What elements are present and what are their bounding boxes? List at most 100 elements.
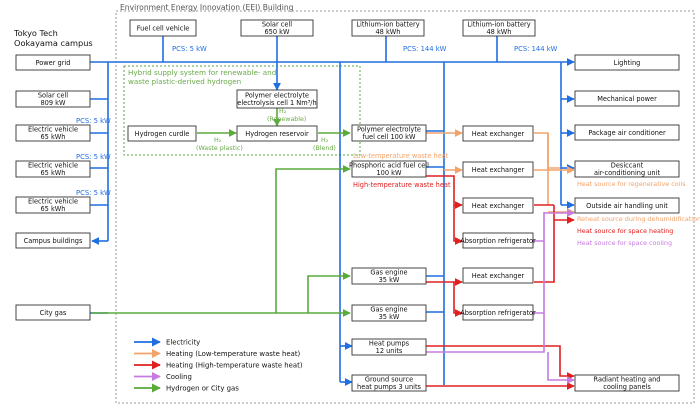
box-frame [236, 125, 318, 142]
legend-label: Electricity [166, 339, 200, 347]
legend-label: Cooling [166, 373, 192, 381]
box-frame [574, 90, 680, 107]
box-label: Lithium-ion battery [467, 21, 530, 29]
cooling-lines [426, 209, 575, 384]
box-frame [15, 304, 91, 321]
pcs-fuel-cell-vehicle: PCS: 5 kW [172, 45, 207, 53]
pcs-battery-2: PCS: 144 kW [514, 45, 558, 53]
space-heating-label: Heat source for space heating [577, 227, 673, 235]
box-frame [351, 124, 427, 142]
h2-renewable-line2: (Renewable) [267, 116, 306, 123]
hybrid-subsystem-frame [123, 65, 361, 156]
box-label: air-conditioning unit [594, 169, 661, 177]
box-frame [462, 304, 534, 321]
box-label: City gas [40, 309, 67, 317]
box-frame [15, 124, 91, 142]
box-label: Solar cell [38, 92, 68, 100]
box-fuel-cell-vehicle: Fuel cell vehicle [129, 19, 197, 37]
box-label: 12 units [376, 347, 403, 355]
box-label: 65 kWh [40, 169, 65, 177]
hybrid-title-line1: Hybrid supply system for renewable- and [128, 68, 276, 77]
box-label: Polymer electrolyte [357, 126, 421, 134]
hydrogen-lines [92, 108, 351, 317]
pcs-ev-3: PCS: 5 kW [76, 189, 111, 197]
box-label: 809 kW [40, 99, 65, 107]
box-label: Electric vehicle [28, 162, 78, 170]
box-label: 35 kW [379, 276, 400, 284]
reheat-label: Reheat source during dehumidification [577, 215, 700, 223]
box-frame [129, 19, 197, 37]
box-frame [240, 19, 314, 37]
box-label: Electric vehicle [28, 198, 78, 206]
box-hydrogen-reservoir: Hydrogen reservoir [236, 125, 318, 142]
box-lighting: Lighting [574, 54, 680, 71]
box-label: Polymer electrolyte [245, 92, 309, 100]
box-frame [15, 232, 91, 249]
box-hx-4: Heat exchanger [462, 267, 534, 284]
box-label: 65 kWh [40, 205, 65, 213]
pcs-battery-1: PCS: 144 kW [403, 45, 447, 53]
h2-blend-line2: (Blend) [313, 145, 336, 152]
box-hx-3: Heat exchanger [462, 197, 534, 214]
box-label: Lighting [614, 59, 641, 67]
box-frame [574, 54, 680, 71]
box-frame [351, 338, 427, 356]
hybrid-title-line2: waste plastic-derived hydrogen [128, 77, 241, 86]
h2-blend-line1: H₂ [321, 137, 329, 144]
heat-regen-label: Heat source for regenerative coils [577, 180, 686, 188]
box-frame [462, 232, 534, 249]
box-label: Heat pumps [369, 340, 410, 348]
pcs-ev-2: PCS: 5 kW [76, 153, 111, 161]
box-label: Heat exchanger [472, 272, 525, 280]
box-label: Radiant heating and [594, 376, 661, 384]
box-label: Gas engine [370, 269, 407, 277]
box-label: 650 kW [264, 28, 289, 36]
box-label: Heat exchanger [472, 202, 525, 210]
box-mechanical-power: Mechanical power [574, 90, 680, 107]
box-frame [236, 89, 318, 109]
box-frame [574, 197, 680, 214]
h2-waste-line2: (Waste plastic) [196, 145, 243, 152]
box-label: fuel cell 100 kW [363, 133, 416, 141]
box-city-gas: City gas [15, 304, 91, 321]
box-frame [351, 374, 427, 392]
box-frame [15, 54, 91, 71]
box-frame [15, 160, 91, 178]
box-frame [462, 197, 534, 214]
box-label: Gas engine [370, 306, 407, 314]
box-frame [15, 90, 91, 108]
box-label: Solar cell [262, 21, 292, 29]
box-label: 65 kWh [40, 133, 65, 141]
box-package-ac: Package air conditioner [574, 124, 680, 141]
box-label: Outside air handling unit [586, 202, 668, 210]
box-hx-1: Heat exchanger [462, 125, 534, 142]
building-title: Environment Energy Innovation (EEI) Buil… [120, 3, 294, 12]
box-outside-air: Outside air handling unit [574, 197, 680, 214]
box-frame [574, 160, 680, 178]
box-label: heat pumps 3 units [357, 383, 422, 391]
box-label: Mechanical power [597, 95, 657, 103]
box-frame [462, 161, 534, 178]
high-temp-waste-heat-label: High-temperature waste heat [353, 181, 451, 189]
box-label: Fuel cell vehicle [137, 24, 190, 32]
low-temp-waste-heat-label: Low-temperature waste heat [353, 152, 449, 160]
electricity-lines [90, 36, 575, 386]
box-frame [351, 19, 425, 37]
box-power-grid: Power grid [15, 54, 91, 71]
pcs-ev-1: PCS: 5 kW [76, 117, 111, 125]
high-temp-heat-lines [426, 175, 575, 390]
box-hydrogen-curdle: Hydrogen curdle [127, 125, 197, 142]
